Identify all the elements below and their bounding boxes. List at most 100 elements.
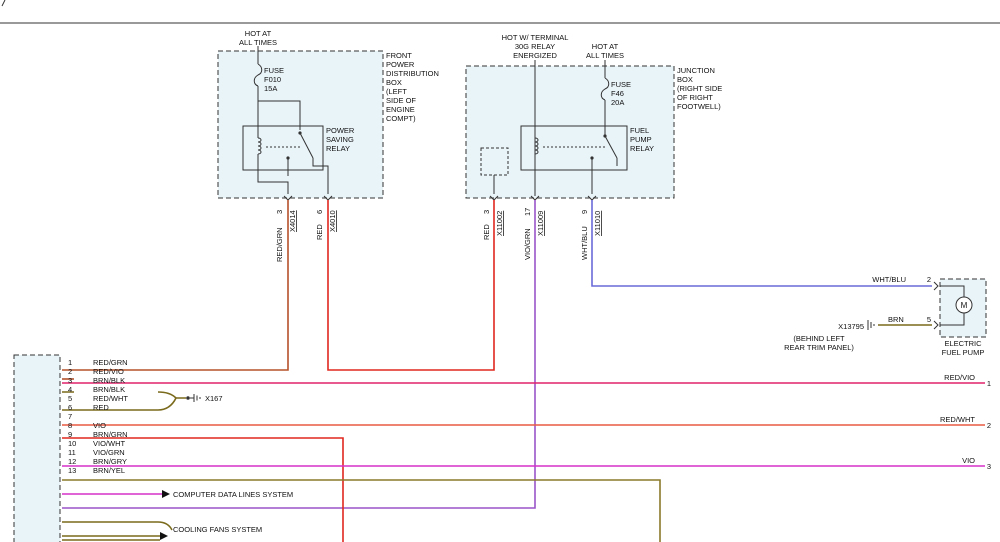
connector-wire-13: BRN/YEL (93, 466, 125, 475)
vertical-wire-labels: RED/GRN 3 X4014 RED 6 X4010 RED 3 X11002… (275, 208, 602, 262)
junction-box-label-5: FOOTWELL) (677, 102, 721, 111)
front-relay-coil (257, 137, 262, 155)
junction-fuse-label-2: F46 (611, 89, 624, 98)
fuel-pump-wire-in-label: WHT/BLU (872, 275, 906, 284)
fuel-pump-motor-icon (955, 296, 973, 314)
fuel-relay-coil (534, 137, 539, 155)
front-hot-label-2: ALL TIMES (239, 38, 277, 47)
front-fuse-out (257, 86, 301, 130)
junction-box-outline (465, 65, 675, 199)
connector-label-x11010: X11010 (593, 211, 602, 236)
connector-wire-6: RED (93, 403, 109, 412)
power-saving-relay-label-2: SAVING (326, 135, 354, 144)
front-box-label-2: POWER (386, 60, 415, 69)
power-saving-relay (242, 125, 324, 171)
wire-brn-gry (62, 521, 173, 531)
wire-vio-grn (62, 200, 536, 509)
electric-fuel-pump: WHT/BLU 2 M BRN 5 X13795 (BEHIND LEFT RE… (784, 275, 987, 357)
power-saving-relay-label-3: RELAY (326, 144, 350, 153)
connector-label-x4014: X4014 (288, 210, 297, 232)
wire-label-wht-blu: WHT/BLU (580, 226, 589, 260)
fuel-relay-nc (590, 156, 594, 160)
front-box-label-5: (LEFT (386, 87, 407, 96)
connector-wire-4: BRN/BLK (93, 385, 125, 394)
connector-pin-12: 12 (68, 457, 76, 466)
fuel-pump-ground-wire-label: BRN (888, 315, 904, 324)
connector-pin-3: 3 (68, 376, 72, 385)
front-fuse-label-2: F010 (264, 75, 281, 84)
fuel-pump-terminal-5 (933, 320, 939, 330)
wire-brn-yel (62, 535, 160, 541)
output-2-ref: 2 (987, 421, 991, 430)
wires (62, 200, 985, 542)
front-power-distribution-box: HOT AT ALL TIMES FRONT POWER DISTRIBUTIO… (217, 29, 439, 201)
wire-label-red-grn: RED/GRN (275, 227, 284, 262)
output-1-wire: RED/VIO (944, 373, 975, 382)
hot-terminal-label-2: 30G RELAY (515, 42, 555, 51)
fuel-pump-relay (520, 125, 628, 171)
fuel-pump-relay-label-2: PUMP (630, 135, 652, 144)
pin-label-x11002: 3 (482, 210, 491, 214)
connector-pin-7: 7 (68, 412, 72, 421)
pin-label-x11010: 9 (580, 210, 589, 214)
output-1-ref: 1 (987, 379, 991, 388)
connector-wire-10: VIO/WHT (93, 439, 125, 448)
fuel-pump-pin-in: 2 (927, 275, 931, 284)
junction-hot-label-2: ALL TIMES (586, 51, 624, 60)
wire-x167-upper (157, 391, 177, 399)
ground-x167-label: X167 (205, 394, 223, 403)
pin-label-x4014: 3 (275, 210, 284, 214)
ground-x167-icon (190, 394, 201, 402)
ground-location-2: REAR TRIM PANEL) (784, 343, 854, 352)
output-3-ref: 3 (987, 462, 991, 471)
fuel-relay-contact (604, 135, 618, 159)
connector-wire-9: BRN/GRN (93, 430, 128, 439)
fuel-pump-pin-ground: 5 (927, 315, 931, 324)
hot-terminal-label-3: ENERGIZED (513, 51, 557, 60)
fuel-pump-terminal-2 (933, 281, 939, 291)
junction-box: HOT W/ TERMINAL 30G RELAY ENERGIZED HOT … (465, 33, 722, 201)
connector-pin-9: 9 (68, 430, 72, 439)
junction-fuse-label-3: 20A (611, 98, 624, 107)
junction-box-label-4: OF RIGHT (677, 93, 713, 102)
wire-red-6 (62, 437, 344, 542)
front-relay-out (312, 158, 329, 194)
wire-brn-blk-x167 (62, 391, 186, 411)
ground-x13795-label: X13795 (838, 322, 864, 331)
connector-pin-6: 6 (68, 403, 72, 412)
wire-label-red-2: RED (482, 224, 491, 240)
connector-wire-5: RED/WHT (93, 394, 128, 403)
junction-box-label-1: JUNCTION (677, 66, 715, 75)
pin-label-x4010: 6 (315, 210, 324, 214)
front-box-label-8: COMPT) (386, 114, 416, 123)
connector-wire-12: BRN/GRY (93, 457, 127, 466)
fuel-pump-relay-label-1: FUEL (630, 126, 649, 135)
fuel-pump-motor-letter: M (961, 301, 968, 310)
frame-corner-mark (1, 0, 6, 7)
junction-fuse-symbol (600, 77, 610, 101)
wire-label-red-1: RED (315, 224, 324, 240)
front-fuse-label-3: 15A (264, 84, 277, 93)
fuel-pump-internal-out (940, 313, 965, 326)
wire-brn-grn (62, 479, 661, 542)
junction-box-label-3: (RIGHT SIDE (677, 84, 722, 93)
right-outputs: RED/VIO 1 RED/WHT 2 VIO 3 (940, 373, 991, 471)
junction-hot-label-1: HOT AT (592, 42, 619, 51)
front-box-label-7: ENGINE (386, 105, 415, 114)
computer-data-label: COMPUTER DATA LINES SYSTEM (173, 490, 293, 499)
front-hot-label-1: HOT AT (245, 29, 272, 38)
connector-pin-10: 10 (68, 439, 76, 448)
pin-label-x11009: 17 (523, 208, 532, 216)
connector-pin-13: 13 (68, 466, 76, 475)
connector-pin-1: 1 (68, 358, 72, 367)
fuel-pump-label-1: ELECTRIC (944, 339, 982, 348)
ground-x13795-icon (867, 320, 875, 330)
front-fuse-label-1: FUSE (264, 66, 284, 75)
fuel-pump-relay-label-3: RELAY (630, 144, 654, 153)
connector-wire-8: VIO (93, 421, 106, 430)
wire-label-vio-grn: VIO/GRN (523, 228, 532, 260)
front-box-label-4: BOX (386, 78, 402, 87)
connector-wire-2: RED/VIO (93, 367, 124, 376)
front-box-label-6: SIDE OF (386, 96, 416, 105)
